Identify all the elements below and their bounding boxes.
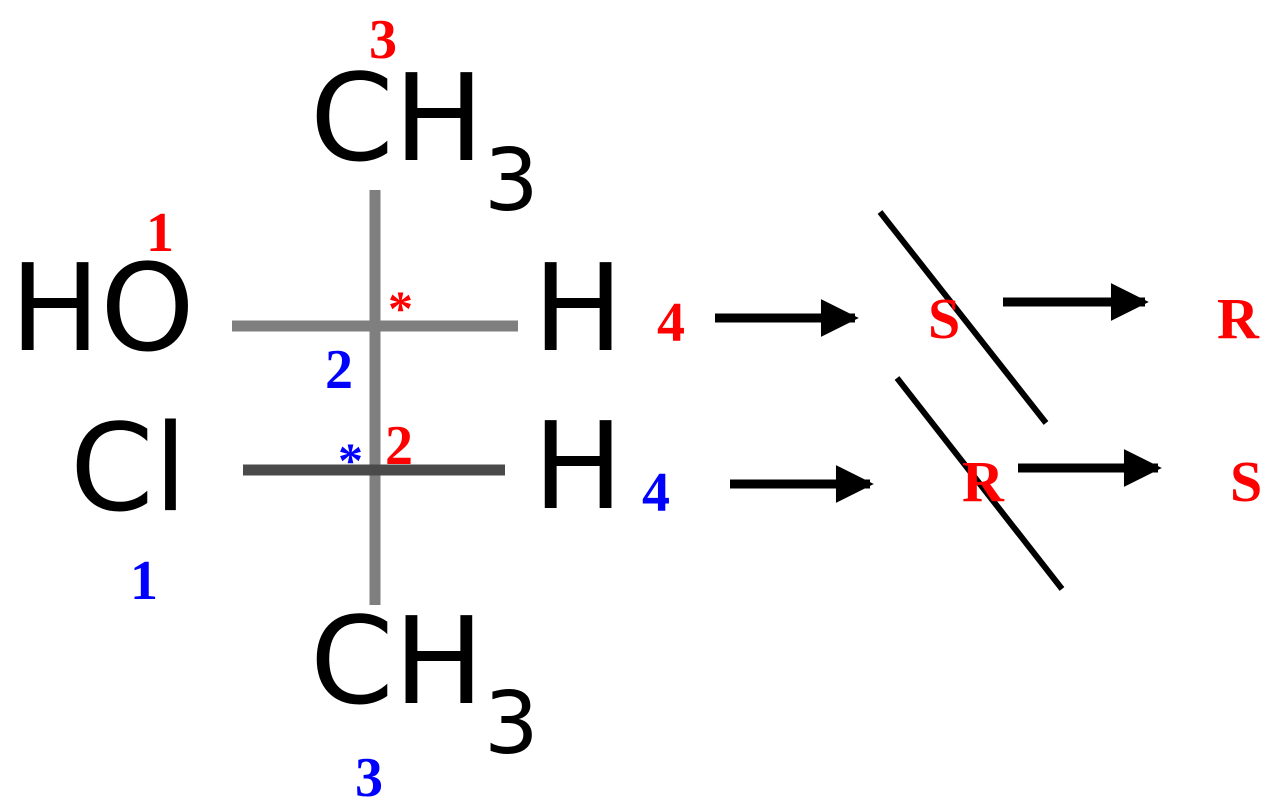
cl-group: Cl <box>70 400 188 539</box>
bottom-crossed-configuration: R <box>962 449 1004 514</box>
bottom-ch3-priority: 3 <box>355 747 383 809</box>
top-h-group: H <box>533 240 624 379</box>
top-stereocenter-priority: 2 <box>325 339 353 401</box>
cl-priority: 1 <box>130 550 158 612</box>
strike-line-top <box>877 210 1049 425</box>
bottom-ch3-subscript: 3 <box>484 674 539 774</box>
top-ch3-priority: 3 <box>369 9 397 71</box>
top-ch3-subscript: 3 <box>484 131 539 231</box>
top-ch3-group: CH3 <box>310 60 539 225</box>
ho-group: HO <box>10 240 195 379</box>
ho-priority: 1 <box>146 202 174 264</box>
top-ch3-text: CH <box>310 50 485 189</box>
bottom-ch3-text: CH <box>310 593 485 732</box>
bottom-h-priority: 4 <box>642 462 670 524</box>
bottom-ch3-group: CH3 <box>310 603 539 768</box>
strike-line-bottom <box>894 376 1065 591</box>
bottom-corrected-configuration: S <box>1230 449 1263 514</box>
bottom-stereocenter-priority: 2 <box>385 415 413 477</box>
top-corrected-configuration: R <box>1217 286 1259 351</box>
top-crossed-configuration: S <box>928 286 961 351</box>
bottom-h-group: H <box>533 398 624 537</box>
top-h-priority: 4 <box>657 292 685 354</box>
top-stereocenter-star: * <box>388 280 413 336</box>
bottom-stereocenter-star: * <box>338 432 363 488</box>
